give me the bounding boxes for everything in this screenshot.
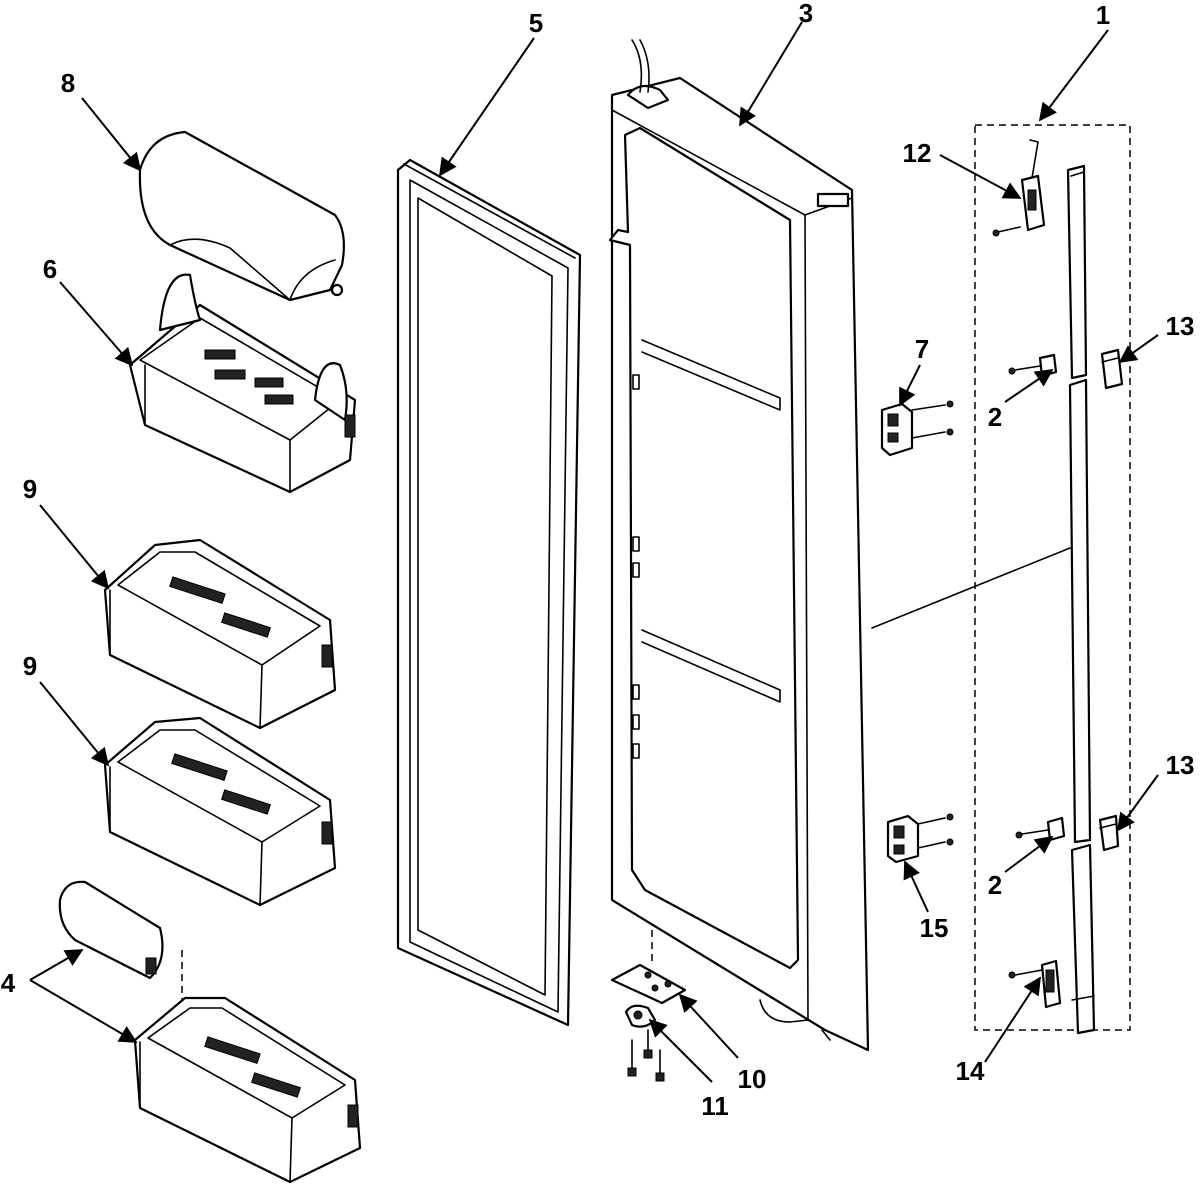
door-gasket-part	[396, 158, 582, 1027]
door-shelf-bin-lower-part	[103, 716, 337, 907]
door-shelf-bin-upper-part	[103, 538, 337, 730]
door-assembly-part	[608, 39, 870, 1052]
handle-bracket-upper-part	[880, 400, 954, 457]
handle-top-cap-part	[992, 139, 1046, 237]
handle-end-cap-lower-part	[1098, 814, 1120, 852]
callout-13-upper: 13	[1166, 311, 1195, 341]
bin-and-cover-part	[58, 880, 362, 1184]
callout-13-lower: 13	[1166, 750, 1195, 780]
dairy-bin-part	[128, 273, 357, 494]
callout-9-lower: 9	[23, 651, 37, 681]
callout-10: 10	[738, 1064, 767, 1094]
leader-arrows	[29, 21, 1159, 1083]
callout-1: 1	[1096, 0, 1110, 30]
callout-6: 6	[43, 254, 57, 284]
callout-9-upper: 9	[23, 474, 37, 504]
callout-11: 11	[701, 1091, 729, 1121]
callout-2-upper: 2	[988, 402, 1002, 432]
callout-8: 8	[61, 68, 75, 98]
callout-15: 15	[920, 913, 949, 943]
handle-end-cap-upper-part	[1100, 348, 1124, 390]
callout-7: 7	[915, 334, 929, 364]
callout-14: 14	[956, 1056, 985, 1086]
handle-bracket-lower-part	[886, 813, 954, 864]
callout-3: 3	[799, 0, 813, 28]
callout-12: 12	[903, 138, 932, 168]
handle-assembly-part	[871, 124, 1131, 1035]
hinge-bushing-part	[624, 1004, 665, 1082]
callout-4: 4	[1, 968, 16, 998]
callout-2-lower: 2	[988, 870, 1002, 900]
callout-5: 5	[529, 8, 543, 38]
handle-clip-lower-part	[1015, 816, 1066, 842]
dairy-door-cover-part	[138, 130, 345, 302]
handle-bottom-cap-part	[1008, 959, 1062, 1009]
callout-labels: 1 2 2 3 4 5 6 7 8 9 9 10 11 12 13 13 14 …	[1, 0, 1195, 1121]
hinge-plate-part	[610, 930, 687, 1005]
